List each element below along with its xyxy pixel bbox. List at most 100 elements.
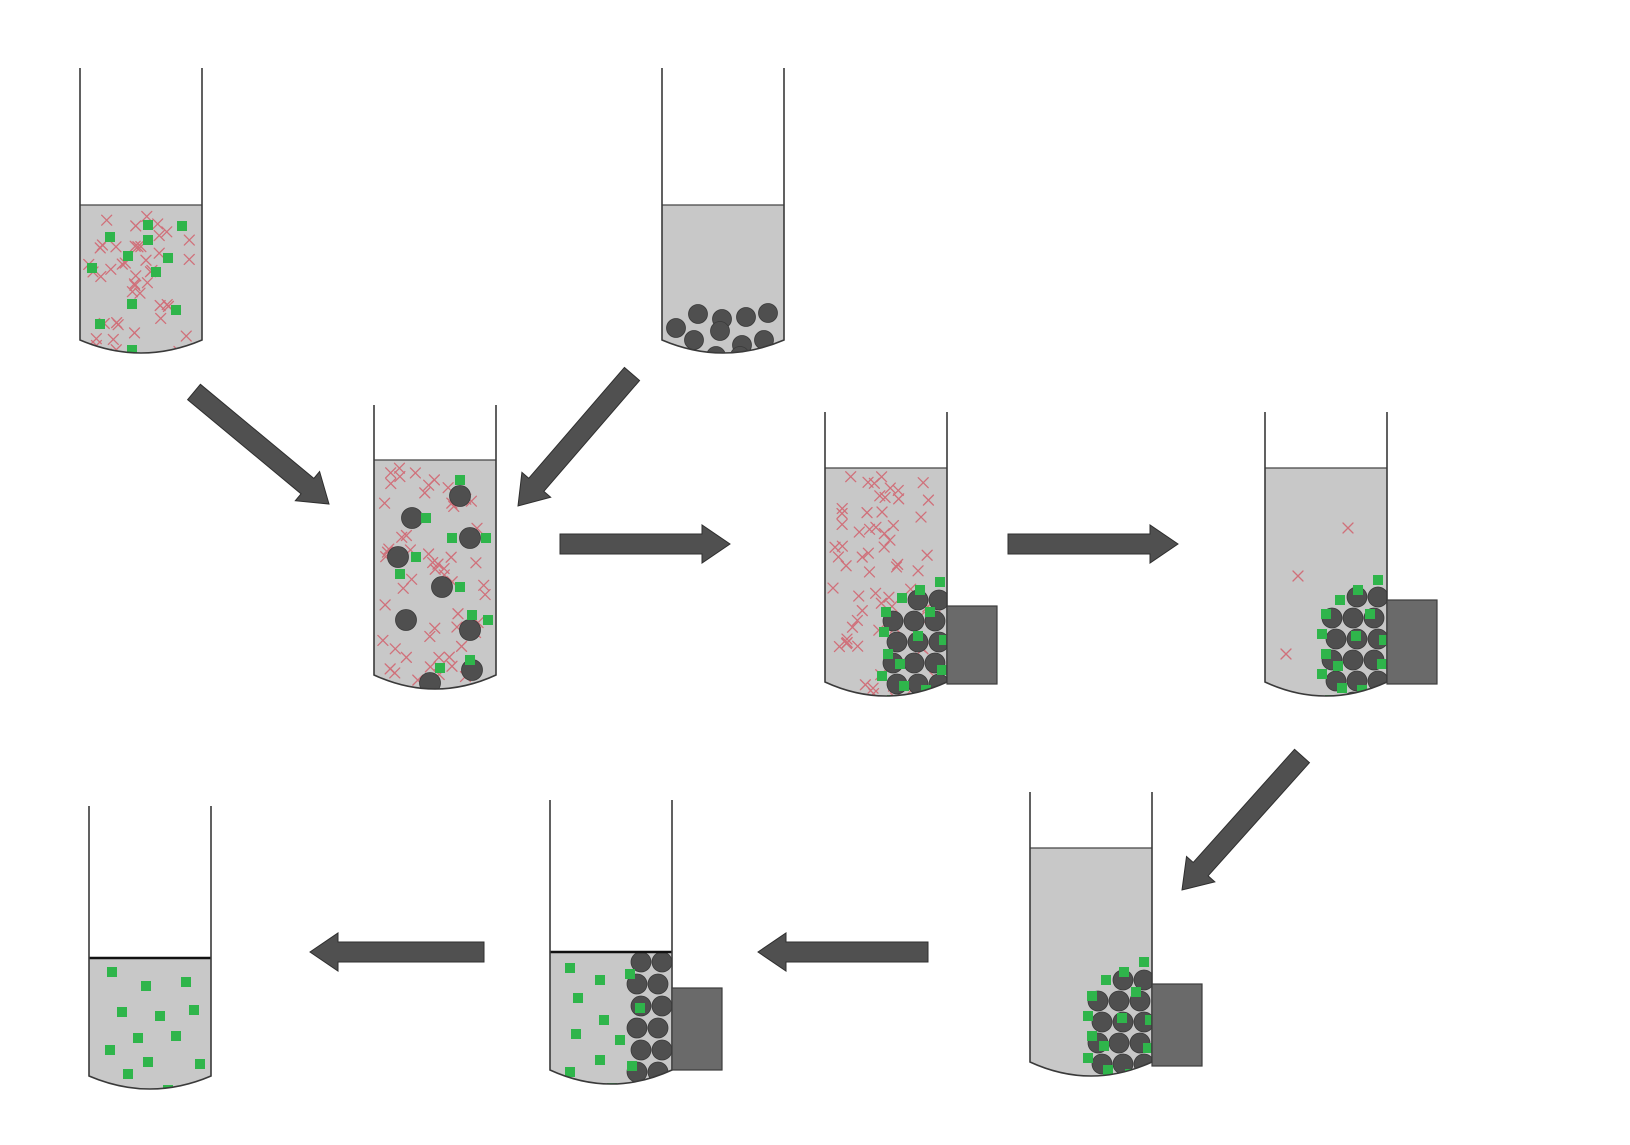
target-molecule-icon: [1145, 1015, 1152, 1025]
target-molecule-icon: [881, 607, 891, 617]
magnetic-bead-icon: [1342, 607, 1364, 629]
tube-contents: [1280, 522, 1387, 696]
magnetic-bead-icon: [736, 307, 756, 327]
target-molecule-icon: [421, 513, 431, 523]
magnet-icon: [671, 987, 723, 1071]
tube-contents: [83, 210, 195, 353]
target-molecule-icon: [127, 345, 137, 353]
magnetic-bead-icon: [706, 346, 726, 353]
target-molecule-icon: [107, 967, 117, 977]
target-molecule-icon: [1117, 1013, 1127, 1023]
target-molecule-icon: [899, 681, 909, 691]
magnetic-bead-icon: [666, 318, 686, 338]
target-molecule-icon: [105, 232, 115, 242]
tube-outline: [549, 800, 673, 1085]
target-molecule-icon: [595, 1055, 605, 1065]
target-molecule-icon: [627, 1061, 637, 1071]
target-molecule-icon: [435, 663, 445, 673]
bead-tube: [661, 68, 785, 354]
magnetic-bead-icon: [684, 330, 704, 350]
target-molecule-icon: [95, 319, 105, 329]
magnetic-bead-icon: [401, 507, 423, 529]
target-molecule-icon: [879, 627, 889, 637]
target-molecule-icon: [177, 221, 187, 231]
target-molecule-icon: [883, 649, 893, 659]
target-molecule-icon: [151, 267, 161, 277]
magnetic-bead-icon: [1091, 1011, 1113, 1033]
magnetic-bead-icon: [395, 609, 417, 631]
thick-arrow-icon: [559, 524, 731, 564]
target-molecule-icon: [467, 610, 477, 620]
magnetic-bead-icon: [449, 485, 471, 507]
sample-to-binding-arrow: [186, 383, 330, 505]
magnetic-bead-icon: [651, 952, 672, 973]
target-molecule-icon: [1101, 975, 1111, 985]
magnet-icon: [1386, 599, 1438, 685]
release-tube: [549, 800, 723, 1085]
target-molecule-icon: [455, 582, 465, 592]
target-molecule-icon: [1373, 575, 1383, 585]
wash-tube: [1264, 412, 1438, 697]
magnetic-bead-icon: [647, 1017, 669, 1039]
target-molecule-icon: [87, 263, 97, 273]
liquid: [374, 460, 496, 689]
magnetic-bead-icon: [758, 303, 778, 323]
target-molecule-icon: [1317, 629, 1327, 639]
magnetic-bead-icon: [431, 576, 453, 598]
magnetic-bead-icon: [688, 304, 708, 324]
target-molecule-icon: [1099, 1041, 1109, 1051]
target-molecule-icon: [615, 1035, 625, 1045]
target-molecule-icon: [1333, 661, 1343, 671]
thick-arrow-icon: [1181, 748, 1311, 891]
elution-to-release-arrow: [757, 932, 929, 972]
target-molecule-icon: [925, 607, 935, 617]
target-molecule-icon: [1351, 631, 1361, 641]
target-molecule-icon: [877, 671, 887, 681]
thick-arrow-icon: [186, 383, 330, 505]
magnetic-bead-icon: [1325, 628, 1347, 650]
magnetic-bead-icon: [1133, 969, 1152, 991]
target-molecule-icon: [1119, 967, 1129, 977]
target-molecule-icon: [133, 1033, 143, 1043]
magnetic-bead-icon: [647, 973, 669, 995]
magnetic-bead-icon: [630, 1039, 652, 1061]
target-molecule-icon: [481, 533, 491, 543]
target-molecule-icon: [565, 963, 575, 973]
magnetic-bead-icon: [651, 1039, 672, 1061]
magnetic-bead-icon: [1342, 649, 1364, 671]
tube-outline: [1029, 792, 1153, 1077]
thick-arrow-icon: [757, 932, 929, 972]
target-molecule-icon: [117, 1007, 127, 1017]
target-molecule-icon: [483, 615, 493, 625]
magnetic-bead-icon: [651, 995, 672, 1017]
tube-outline: [373, 405, 497, 690]
thick-arrow-icon: [309, 932, 485, 972]
capture-to-wash-arrow: [1007, 524, 1179, 564]
magnetic-bead-icon: [928, 589, 947, 611]
target-molecule-icon: [573, 993, 583, 1003]
target-molecule-icon: [155, 1011, 165, 1021]
target-molecule-icon: [171, 1031, 181, 1041]
target-molecule-icon: [939, 635, 947, 645]
magnet-icon: [946, 605, 998, 685]
target-molecule-icon: [447, 533, 457, 543]
target-molecule-icon: [455, 475, 465, 485]
target-molecule-icon: [1087, 1031, 1097, 1041]
target-molecule-icon: [143, 235, 153, 245]
beads-to-binding-arrow: [517, 366, 641, 507]
target-molecule-icon: [127, 299, 137, 309]
tube-outline: [661, 68, 785, 354]
target-molecule-icon: [1379, 635, 1387, 645]
liquid: [89, 958, 211, 1089]
magnet-capture-tube: [824, 412, 998, 697]
magnetic-bead-icon: [886, 631, 908, 653]
binding-tube: [373, 405, 497, 690]
target-molecule-icon: [1353, 585, 1363, 595]
magnetic-bead-icon: [630, 952, 652, 973]
target-molecule-icon: [1377, 659, 1387, 669]
tube-outline: [1264, 412, 1388, 697]
target-molecule-icon: [571, 1029, 581, 1039]
tube-contents: [377, 462, 493, 689]
